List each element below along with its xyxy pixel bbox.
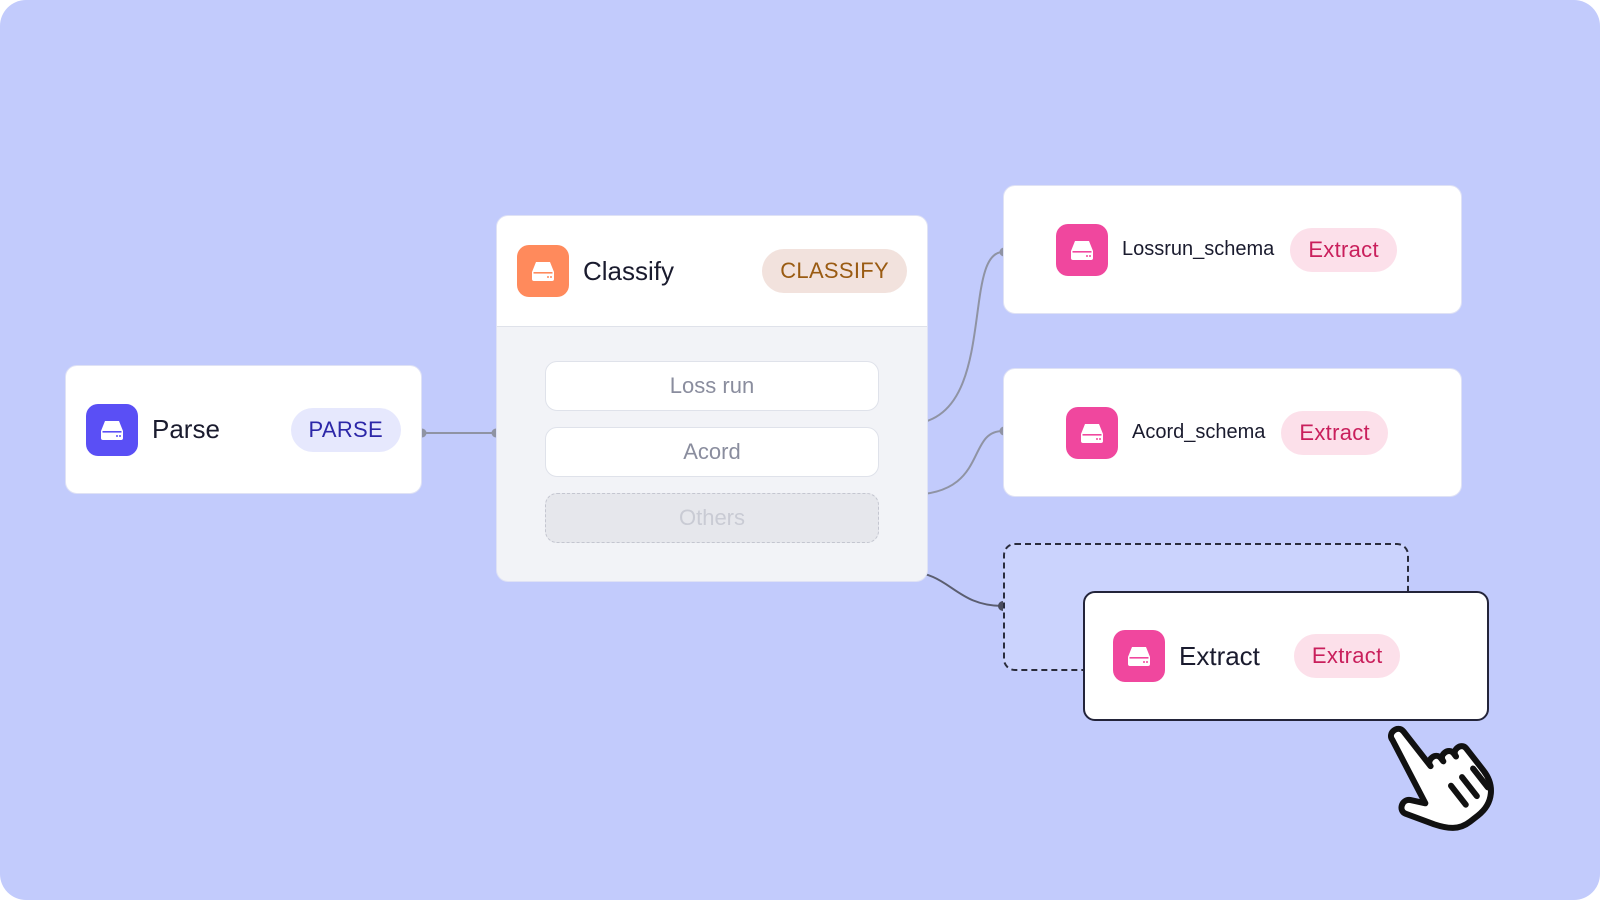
node-title: Acord_schema <box>1132 421 1266 443</box>
node-title: Lossrun_schema <box>1122 238 1275 260</box>
extract-lossrun-node[interactable]: Lossrun_schema Extract <box>1003 185 1462 314</box>
classify-node[interactable]: Classify CLASSIFY Loss run Acord Others <box>496 215 928 582</box>
node-type-badge: PARSE <box>290 407 401 452</box>
storage-drive-icon <box>86 403 138 456</box>
node-title: Parse <box>152 414 220 444</box>
class-option-others[interactable]: Others <box>545 493 879 543</box>
storage-drive-icon <box>517 245 569 297</box>
storage-drive-icon <box>1066 406 1118 459</box>
extract-acord-node[interactable]: Acord_schema Extract <box>1003 368 1462 497</box>
node-type-badge: Extract <box>1281 410 1388 455</box>
node-type-badge: CLASSIFY <box>762 249 907 293</box>
storage-drive-icon <box>1113 630 1165 682</box>
classify-header: Classify CLASSIFY <box>497 216 927 327</box>
storage-drive-icon <box>1056 223 1108 276</box>
hand-pointer-icon <box>1388 725 1494 831</box>
extract-node-dragging[interactable]: Extract Extract <box>1083 591 1489 721</box>
node-type-badge: Extract <box>1290 227 1397 272</box>
node-title: Classify <box>583 255 675 286</box>
class-option-acord[interactable]: Acord <box>545 427 879 477</box>
node-title: Extract <box>1179 640 1260 671</box>
class-option-loss-run[interactable]: Loss run <box>545 361 879 411</box>
classify-options: Loss run Acord Others <box>497 327 927 559</box>
parse-node[interactable]: Parse PARSE <box>65 365 422 494</box>
node-type-badge: Extract <box>1293 634 1401 678</box>
